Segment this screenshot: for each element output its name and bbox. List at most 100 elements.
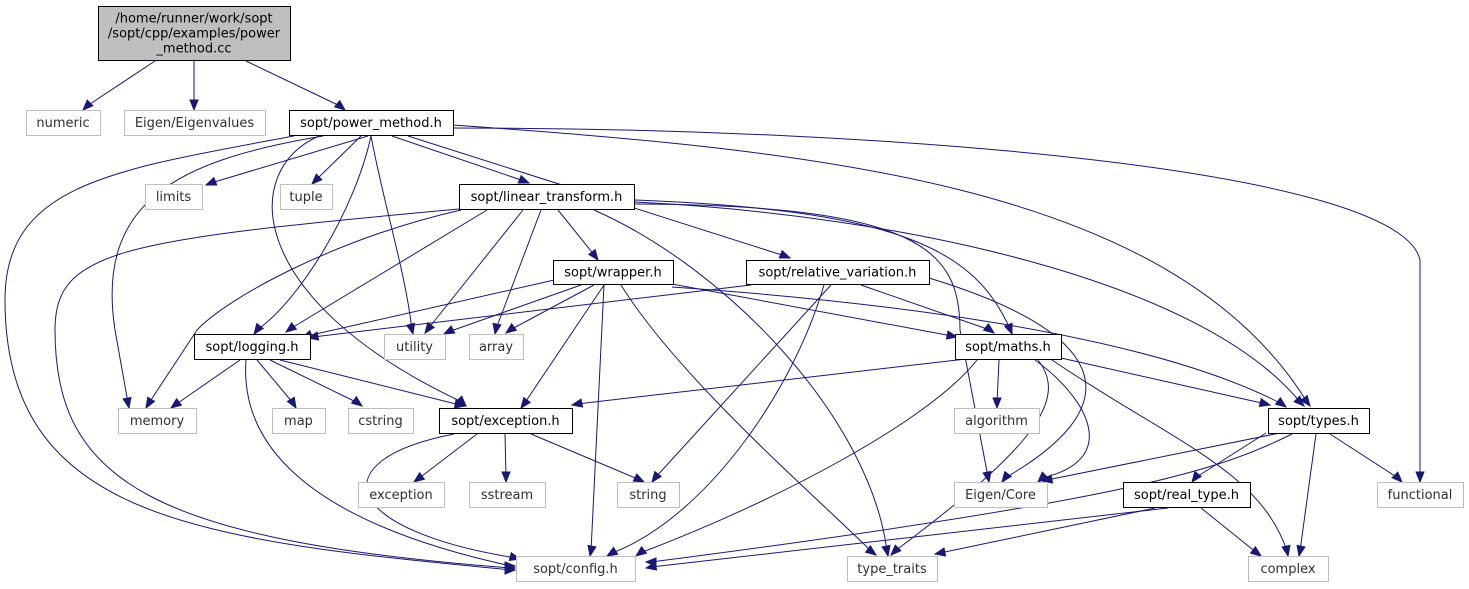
arrowhead bbox=[189, 99, 199, 112]
node-box bbox=[469, 482, 546, 508]
arrowhead bbox=[644, 561, 658, 571]
edge-line bbox=[1051, 359, 1288, 552]
node-numeric: numeric bbox=[26, 110, 101, 136]
arrowhead bbox=[605, 546, 619, 557]
node-exception_h[interactable]: sopt/exception.h bbox=[439, 408, 573, 434]
node-label: sstream bbox=[481, 488, 533, 503]
node-box bbox=[1123, 482, 1251, 508]
edge-linear_transform-to-types bbox=[633, 201, 1305, 407]
edge-line bbox=[245, 359, 512, 567]
node-label: type_traits bbox=[857, 562, 927, 577]
node-maths[interactable]: sopt/maths.h bbox=[955, 334, 1062, 360]
node-map: map bbox=[272, 408, 326, 434]
arrowhead bbox=[1274, 396, 1288, 408]
node-power_method[interactable]: sopt/power_method.h bbox=[289, 110, 454, 136]
arrowhead bbox=[412, 471, 426, 483]
node-linear_transform[interactable]: sopt/linear_transform.h bbox=[459, 184, 635, 210]
node-label: sopt/config.h bbox=[533, 562, 618, 577]
node-box bbox=[847, 556, 938, 582]
edge-line bbox=[633, 203, 989, 478]
edge-line bbox=[996, 359, 1000, 404]
edge-linear_transform-to-config bbox=[54, 208, 517, 573]
edge-types-to-eigen_core bbox=[1040, 432, 1281, 484]
node-logging[interactable]: sopt/logging.h bbox=[194, 334, 311, 360]
node-label: utility bbox=[396, 340, 433, 355]
edge-line bbox=[633, 199, 1011, 330]
arrowhead bbox=[1281, 544, 1291, 558]
edge-real_type-to-type_traits bbox=[933, 507, 1156, 557]
node-utility: utility bbox=[384, 334, 446, 360]
arrowhead bbox=[424, 321, 436, 335]
node-label: algorithm bbox=[965, 414, 1028, 429]
node-label: sopt/logging.h bbox=[206, 340, 299, 355]
edge-linear_transform-to-wrapper bbox=[557, 209, 599, 262]
arrowhead bbox=[520, 396, 532, 410]
edge-wrapper-to-array bbox=[504, 284, 595, 334]
node-label: /sopt/cpp/examples/power bbox=[108, 27, 281, 42]
edge-line bbox=[256, 359, 294, 404]
node-real_type[interactable]: sopt/real_type.h bbox=[1123, 482, 1251, 508]
edge-relative_variation-to-config bbox=[605, 284, 825, 557]
arrowhead bbox=[933, 547, 947, 557]
edge-linear_transform-to-type_traits bbox=[593, 209, 891, 558]
arrowhead bbox=[82, 99, 94, 111]
arrowhead bbox=[350, 395, 364, 407]
edge-line bbox=[1060, 357, 1267, 405]
node-relative_variation[interactable]: sopt/relative_variation.h bbox=[746, 260, 930, 285]
edge-wrapper-to-types bbox=[671, 286, 1288, 408]
edge-wrapper-to-config bbox=[587, 284, 605, 558]
node-complex: complex bbox=[1248, 556, 1329, 582]
edge-relative_variation-to-maths bbox=[860, 284, 996, 334]
edge-root-to-power_method bbox=[245, 60, 347, 111]
arrowhead bbox=[1258, 397, 1272, 408]
node-box bbox=[1268, 408, 1370, 434]
node-wrapper[interactable]: sopt/wrapper.h bbox=[553, 260, 674, 285]
edge-relative_variation-to-eigen_core bbox=[928, 277, 1087, 484]
node-box bbox=[469, 334, 524, 360]
edge-types-to-complex bbox=[1296, 433, 1317, 558]
node-label: Eigen/Core bbox=[965, 488, 1036, 503]
node-label: /home/runner/work/sopt bbox=[115, 12, 272, 27]
node-label: map bbox=[284, 414, 313, 429]
edge-linear_transform-to-array bbox=[492, 209, 542, 336]
node-label: memory bbox=[130, 414, 185, 429]
node-label: array bbox=[479, 340, 513, 355]
node-box bbox=[1248, 556, 1329, 582]
edge-root-to-numeric bbox=[82, 60, 156, 111]
edge-line bbox=[452, 124, 1308, 403]
edge-line bbox=[417, 433, 478, 480]
arrowhead bbox=[284, 321, 298, 333]
node-array: array bbox=[469, 334, 524, 360]
node-eigenvalues: Eigen/Eigenvalues bbox=[124, 110, 266, 136]
node-sstream: sstream bbox=[469, 482, 546, 508]
node-box bbox=[289, 110, 454, 136]
arrowhead bbox=[651, 470, 663, 484]
node-types[interactable]: sopt/types.h bbox=[1268, 408, 1370, 434]
edge-line bbox=[174, 359, 241, 406]
edge-line bbox=[1046, 432, 1281, 481]
node-root[interactable]: /home/runner/work/sopt/sopt/cpp/examples… bbox=[98, 6, 291, 61]
arrowhead bbox=[1293, 395, 1305, 407]
edge-line bbox=[86, 60, 156, 107]
node-label: _method.cc bbox=[155, 42, 231, 57]
edge-real_type-to-complex bbox=[1200, 507, 1263, 557]
arrowhead bbox=[504, 561, 517, 571]
edge-wrapper-to-utility bbox=[442, 284, 582, 335]
node-box bbox=[348, 408, 414, 434]
arrowhead bbox=[945, 330, 959, 340]
arrowhead bbox=[504, 322, 518, 334]
edge-line bbox=[590, 284, 605, 552]
edge-line bbox=[1329, 433, 1399, 479]
arrowhead bbox=[517, 174, 531, 184]
arrowhead bbox=[501, 471, 511, 484]
edge-line bbox=[54, 208, 512, 569]
edge-line bbox=[279, 359, 461, 406]
edge-line bbox=[370, 135, 413, 331]
arrowhead bbox=[778, 249, 792, 259]
arrowhead bbox=[587, 248, 599, 262]
node-label: complex bbox=[1260, 562, 1315, 577]
node-box bbox=[124, 110, 266, 136]
arrowhead bbox=[453, 399, 467, 409]
edge-wrapper-to-type_traits bbox=[620, 284, 878, 556]
arrowhead bbox=[890, 544, 902, 556]
